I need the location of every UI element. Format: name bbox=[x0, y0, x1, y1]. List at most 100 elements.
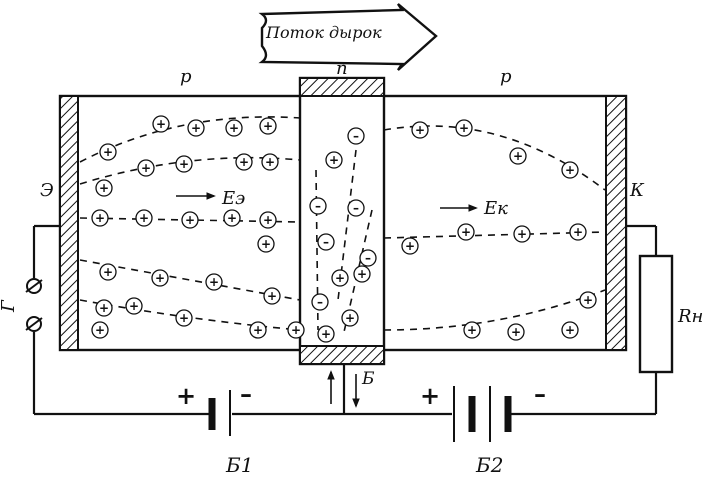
hole-carrier: + bbox=[259, 117, 277, 135]
hole-carrier: + bbox=[561, 321, 579, 339]
holes-group: + + + + + + + + + + + + + + + + + + + + + + + + + + + + + + + + + + + + + + + +… bbox=[91, 115, 597, 343]
hole-carrier-symbol: + bbox=[139, 211, 149, 225]
hole-carrier: + bbox=[507, 323, 525, 341]
generator-circuit: Г bbox=[0, 224, 60, 414]
hole-carrier-symbol: + bbox=[95, 323, 105, 337]
battery-2-label: Б2 bbox=[475, 453, 503, 477]
hole-carrier-symbol: + bbox=[517, 227, 527, 241]
region-p-left-label: p bbox=[180, 66, 192, 87]
hole-carrier: + bbox=[259, 211, 277, 229]
base-label: Б bbox=[361, 369, 375, 389]
hole-carrier-symbol: + bbox=[185, 213, 195, 227]
hole-carrier-symbol: + bbox=[405, 239, 415, 253]
hole-carrier-symbol: + bbox=[179, 157, 189, 171]
hole-carrier-symbol: + bbox=[291, 323, 301, 337]
hole-carrier: + bbox=[287, 321, 305, 339]
electron-carrier: – bbox=[309, 197, 327, 215]
flow-arrow-label: Поток дырок bbox=[265, 23, 382, 42]
hole-carrier-symbol: + bbox=[263, 119, 273, 133]
hole-carrier-symbol: + bbox=[565, 163, 575, 177]
battery-2-minus: – bbox=[534, 379, 546, 408]
battery-1-label: Б1 bbox=[225, 453, 253, 477]
hole-carrier-symbol: + bbox=[239, 155, 249, 169]
electrons-group: – – – – – – bbox=[309, 127, 377, 311]
base-top-contact bbox=[299, 77, 385, 97]
emitter-field: Eэ bbox=[176, 188, 245, 209]
hole-carrier: + bbox=[463, 321, 481, 339]
hole-carrier: + bbox=[91, 209, 109, 227]
hole-carrier-symbol: + bbox=[583, 293, 593, 307]
electron-carrier: – bbox=[311, 293, 329, 311]
hole-carrier: + bbox=[455, 119, 473, 137]
electron-carrier: – bbox=[347, 127, 365, 145]
load-resistor-label: Rн bbox=[677, 306, 703, 327]
hole-carrier-symbol: + bbox=[573, 225, 583, 239]
hole-carrier: + bbox=[95, 179, 113, 197]
hole-carrier: + bbox=[99, 263, 117, 281]
hole-carrier-symbol: + bbox=[265, 155, 275, 169]
hole-carrier-symbol: + bbox=[179, 311, 189, 325]
hole-carrier: + bbox=[561, 161, 579, 179]
hole-carrier-symbol: + bbox=[415, 123, 425, 137]
hole-carrier-symbol: + bbox=[459, 121, 469, 135]
electron-carrier-symbol: – bbox=[323, 235, 329, 249]
hole-carrier: + bbox=[261, 153, 279, 171]
hole-carrier: + bbox=[579, 291, 597, 309]
electron-carrier: – bbox=[317, 233, 335, 251]
battery-2-plus: + bbox=[420, 381, 440, 410]
hole-carrier-symbol: + bbox=[511, 325, 521, 339]
hole-carrier-symbol: + bbox=[267, 289, 277, 303]
hole-carrier: + bbox=[135, 209, 153, 227]
hole-carrier: + bbox=[249, 321, 267, 339]
emitter-electrode bbox=[59, 95, 79, 351]
electron-carrier-symbol: – bbox=[315, 199, 321, 213]
region-n-label: n bbox=[336, 58, 348, 79]
hole-carrier-symbol: + bbox=[329, 153, 339, 167]
hole-carrier: + bbox=[331, 269, 349, 287]
hole-carrier: + bbox=[181, 211, 199, 229]
collector-field: Eк bbox=[440, 198, 508, 219]
hole-carrier: + bbox=[175, 309, 193, 327]
hole-carrier-symbol: + bbox=[345, 311, 355, 325]
hole-carrier-symbol: + bbox=[357, 267, 367, 281]
battery-2: + – Б2 bbox=[344, 379, 656, 477]
hole-carrier: + bbox=[91, 321, 109, 339]
hole-carrier: + bbox=[325, 151, 343, 169]
battery-1: + – Б1 bbox=[34, 379, 344, 477]
electron-carrier-symbol: – bbox=[317, 295, 323, 309]
hole-carrier: + bbox=[509, 147, 527, 165]
electron-carrier-symbol: – bbox=[353, 201, 359, 215]
hole-carrier-symbol: + bbox=[95, 211, 105, 225]
hole-carrier: + bbox=[513, 225, 531, 243]
hole-carrier-symbol: + bbox=[335, 271, 345, 285]
hole-carrier: + bbox=[175, 155, 193, 173]
hole-carrier: + bbox=[235, 153, 253, 171]
hole-carrier-symbol: + bbox=[263, 213, 273, 227]
hole-carrier-symbol: + bbox=[99, 181, 109, 195]
electron-carrier: – bbox=[347, 199, 365, 217]
hole-carrier-symbol: + bbox=[513, 149, 523, 163]
hole-carrier-symbol: + bbox=[229, 121, 239, 135]
electron-carrier-symbol: – bbox=[353, 129, 359, 143]
hole-carrier: + bbox=[205, 273, 223, 291]
hole-carrier: + bbox=[125, 297, 143, 315]
electron-carrier: – bbox=[359, 249, 377, 267]
collector-electrode bbox=[605, 95, 627, 351]
hole-carrier-symbol: + bbox=[253, 323, 263, 337]
hole-carrier-symbol: + bbox=[191, 121, 201, 135]
hole-carrier: + bbox=[317, 325, 335, 343]
hole-carrier-symbol: + bbox=[103, 145, 113, 159]
electron-carrier-symbol: – bbox=[365, 251, 371, 265]
hole-carrier-symbol: + bbox=[227, 211, 237, 225]
hole-carrier-symbol: + bbox=[261, 237, 271, 251]
base-bottom-contact bbox=[299, 345, 385, 365]
battery-1-plus: + bbox=[176, 381, 196, 410]
hole-carrier-symbol: + bbox=[321, 327, 331, 341]
hole-carrier: + bbox=[152, 115, 170, 133]
hole-carrier: + bbox=[411, 121, 429, 139]
hole-carrier-symbol: + bbox=[156, 117, 166, 131]
hole-carrier-symbol: + bbox=[129, 299, 139, 313]
collector-label: К bbox=[629, 180, 645, 201]
battery-1-minus: – bbox=[240, 379, 252, 408]
hole-carrier: + bbox=[457, 223, 475, 241]
